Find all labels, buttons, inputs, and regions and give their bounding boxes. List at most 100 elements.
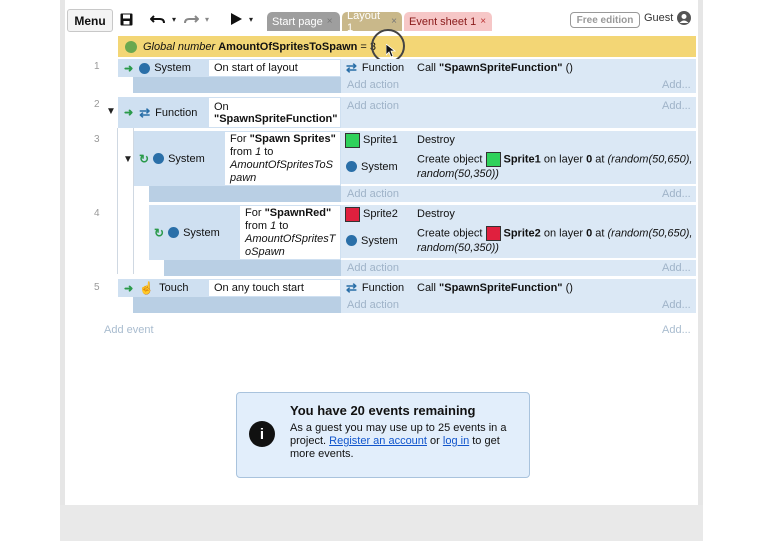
action-object[interactable]: Sprite2 <box>341 205 413 223</box>
object-name: Function <box>361 282 405 294</box>
action-object[interactable]: System <box>341 149 413 184</box>
touch-icon: ☝ <box>139 281 155 295</box>
global-var-prefix: Global number <box>143 40 216 53</box>
event-number: 1 <box>94 61 100 72</box>
to-value: AmountOfSpritesToSpawn <box>245 232 336 258</box>
loop-name: "Spawn Sprites" <box>249 132 336 145</box>
action-verb: Create object <box>417 227 483 240</box>
object-name: Function <box>361 62 405 74</box>
action-object[interactable]: System <box>341 223 413 258</box>
from-label: from <box>230 145 252 158</box>
sprite1-icon <box>485 152 501 167</box>
add-action-row[interactable] <box>341 297 696 313</box>
loop-verb: For <box>245 206 262 219</box>
action-object[interactable]: ⇄Function <box>341 279 413 297</box>
sprite-name: Sprite1 <box>503 153 541 166</box>
event-number: 2 <box>94 99 100 110</box>
play-dropdown-icon[interactable]: ▾ <box>248 14 253 24</box>
save-icon[interactable] <box>119 11 133 27</box>
action-object[interactable]: ⇄Function <box>341 59 413 77</box>
tab-start-page[interactable]: Start page × <box>267 12 340 31</box>
condition-object[interactable]: ➜☝Touch <box>118 279 208 297</box>
condition-text[interactable]: On start of layout <box>208 59 341 77</box>
add-action-link[interactable]: Add action <box>347 188 399 200</box>
action-text[interactable]: Call "SpawnSpriteFunction" () <box>413 59 696 77</box>
login-link[interactable]: log in <box>442 435 470 447</box>
add-action-link[interactable]: Add action <box>347 79 399 91</box>
layer-value: 0 <box>586 227 593 240</box>
add-short-link[interactable]: Add... <box>662 299 691 311</box>
frame-edge-right <box>698 0 703 541</box>
to-value: AmountOfSpritesToSpawn <box>230 158 333 184</box>
close-icon[interactable]: × <box>480 16 487 27</box>
condition-object[interactable]: ➜⇄Function <box>118 97 208 128</box>
object-name: Sprite1 <box>363 134 398 146</box>
condition-object[interactable]: ↻System <box>149 205 239 260</box>
tab-label: Event sheet 1 <box>409 15 477 28</box>
events-remaining-notice <box>236 392 530 478</box>
add-action-row[interactable] <box>341 186 696 202</box>
condition-object[interactable]: ↻System <box>134 131 224 186</box>
frame-edge-left <box>60 0 65 541</box>
add-event-link[interactable]: Add event <box>104 324 154 336</box>
sprite-name: Sprite2 <box>503 227 541 240</box>
condition-object[interactable]: ➜System <box>118 59 208 77</box>
add-action-row[interactable] <box>341 77 696 93</box>
add-short-link[interactable]: Add... <box>662 100 691 112</box>
action-text[interactable]: Destroy <box>413 131 696 149</box>
add-action-link[interactable]: Add action <box>347 100 399 112</box>
close-icon[interactable]: × <box>391 16 397 27</box>
guest-label[interactable]: Guest <box>644 12 674 24</box>
undo-dropdown-icon[interactable]: ▾ <box>171 14 176 24</box>
action-text[interactable]: Create object Sprite2 on layer 0 at (ran… <box>413 223 696 258</box>
add-action-row[interactable] <box>341 260 696 276</box>
action-text[interactable]: Destroy <box>413 205 696 223</box>
event-padding <box>133 77 341 93</box>
add-short-link[interactable]: Add... <box>662 79 691 91</box>
add-action-link[interactable]: Add action <box>347 262 399 274</box>
coords-value: (random(50,650), random(50,350)) <box>417 153 693 180</box>
close-icon[interactable]: × <box>326 16 333 27</box>
tab-label: Start page <box>272 15 323 28</box>
undo-icon[interactable] <box>150 11 166 27</box>
condition-verb: On <box>214 100 229 113</box>
add-action-row[interactable] <box>341 97 696 115</box>
layer-value: 0 <box>586 153 593 166</box>
add-short-link[interactable]: Add... <box>662 188 691 200</box>
object-name: System <box>361 160 398 173</box>
redo-icon[interactable] <box>183 11 199 27</box>
at-label: at <box>595 227 605 240</box>
action-text[interactable]: Call "SpawnSpriteFunction" () <box>413 279 696 297</box>
add-short-link[interactable]: Add... <box>662 262 691 274</box>
sprite1-icon <box>345 132 360 148</box>
collapse-toggle-icon[interactable]: ▼ <box>106 106 116 117</box>
from-value: 1 <box>255 145 262 158</box>
condition-text[interactable]: For "Spawn Sprites" from 1 to AmountOfSp… <box>224 131 341 186</box>
collapse-toggle-icon[interactable]: ▼ <box>123 154 133 165</box>
mouse-cursor-icon <box>385 43 397 61</box>
condition-text[interactable]: On any touch start <box>208 279 341 297</box>
play-icon[interactable] <box>230 11 242 27</box>
redo-dropdown-icon[interactable]: ▾ <box>204 14 209 24</box>
sprite2-icon <box>485 226 501 241</box>
add-event-short-link[interactable]: Add... <box>662 324 691 336</box>
action-params: () <box>565 62 573 74</box>
condition-text[interactable]: For "SpawnRed" from 1 to AmountOfSprites… <box>239 205 341 260</box>
layer-label: on layer <box>543 153 583 166</box>
action-text[interactable]: Create object Sprite1 on layer 0 at (ran… <box>413 149 696 184</box>
menu-button[interactable]: Menu <box>67 9 113 32</box>
action-object[interactable]: Sprite1 <box>341 131 413 149</box>
function-name: "SpawnSpriteFunction" <box>439 282 563 294</box>
tab-event-sheet-1[interactable]: Event sheet 1 × <box>404 12 492 31</box>
condition-text[interactable]: On "SpawnSpriteFunction" <box>208 97 341 128</box>
event-padding <box>164 260 341 276</box>
tab-layout-1[interactable]: Layout 1 × <box>342 10 402 34</box>
notice-body: As a guest you may use up to 25 events i… <box>290 422 518 461</box>
user-icon[interactable] <box>677 11 691 25</box>
free-edition-badge[interactable]: Free edition <box>570 12 640 28</box>
trigger-arrow-icon: ➜ <box>124 282 134 295</box>
register-link[interactable]: Register an account <box>329 435 427 447</box>
from-label: from <box>245 219 267 232</box>
global-variable-row[interactable]: Global number AmountOfSpritesToSpawn = 3 <box>118 36 696 57</box>
add-action-link[interactable]: Add action <box>347 299 399 311</box>
